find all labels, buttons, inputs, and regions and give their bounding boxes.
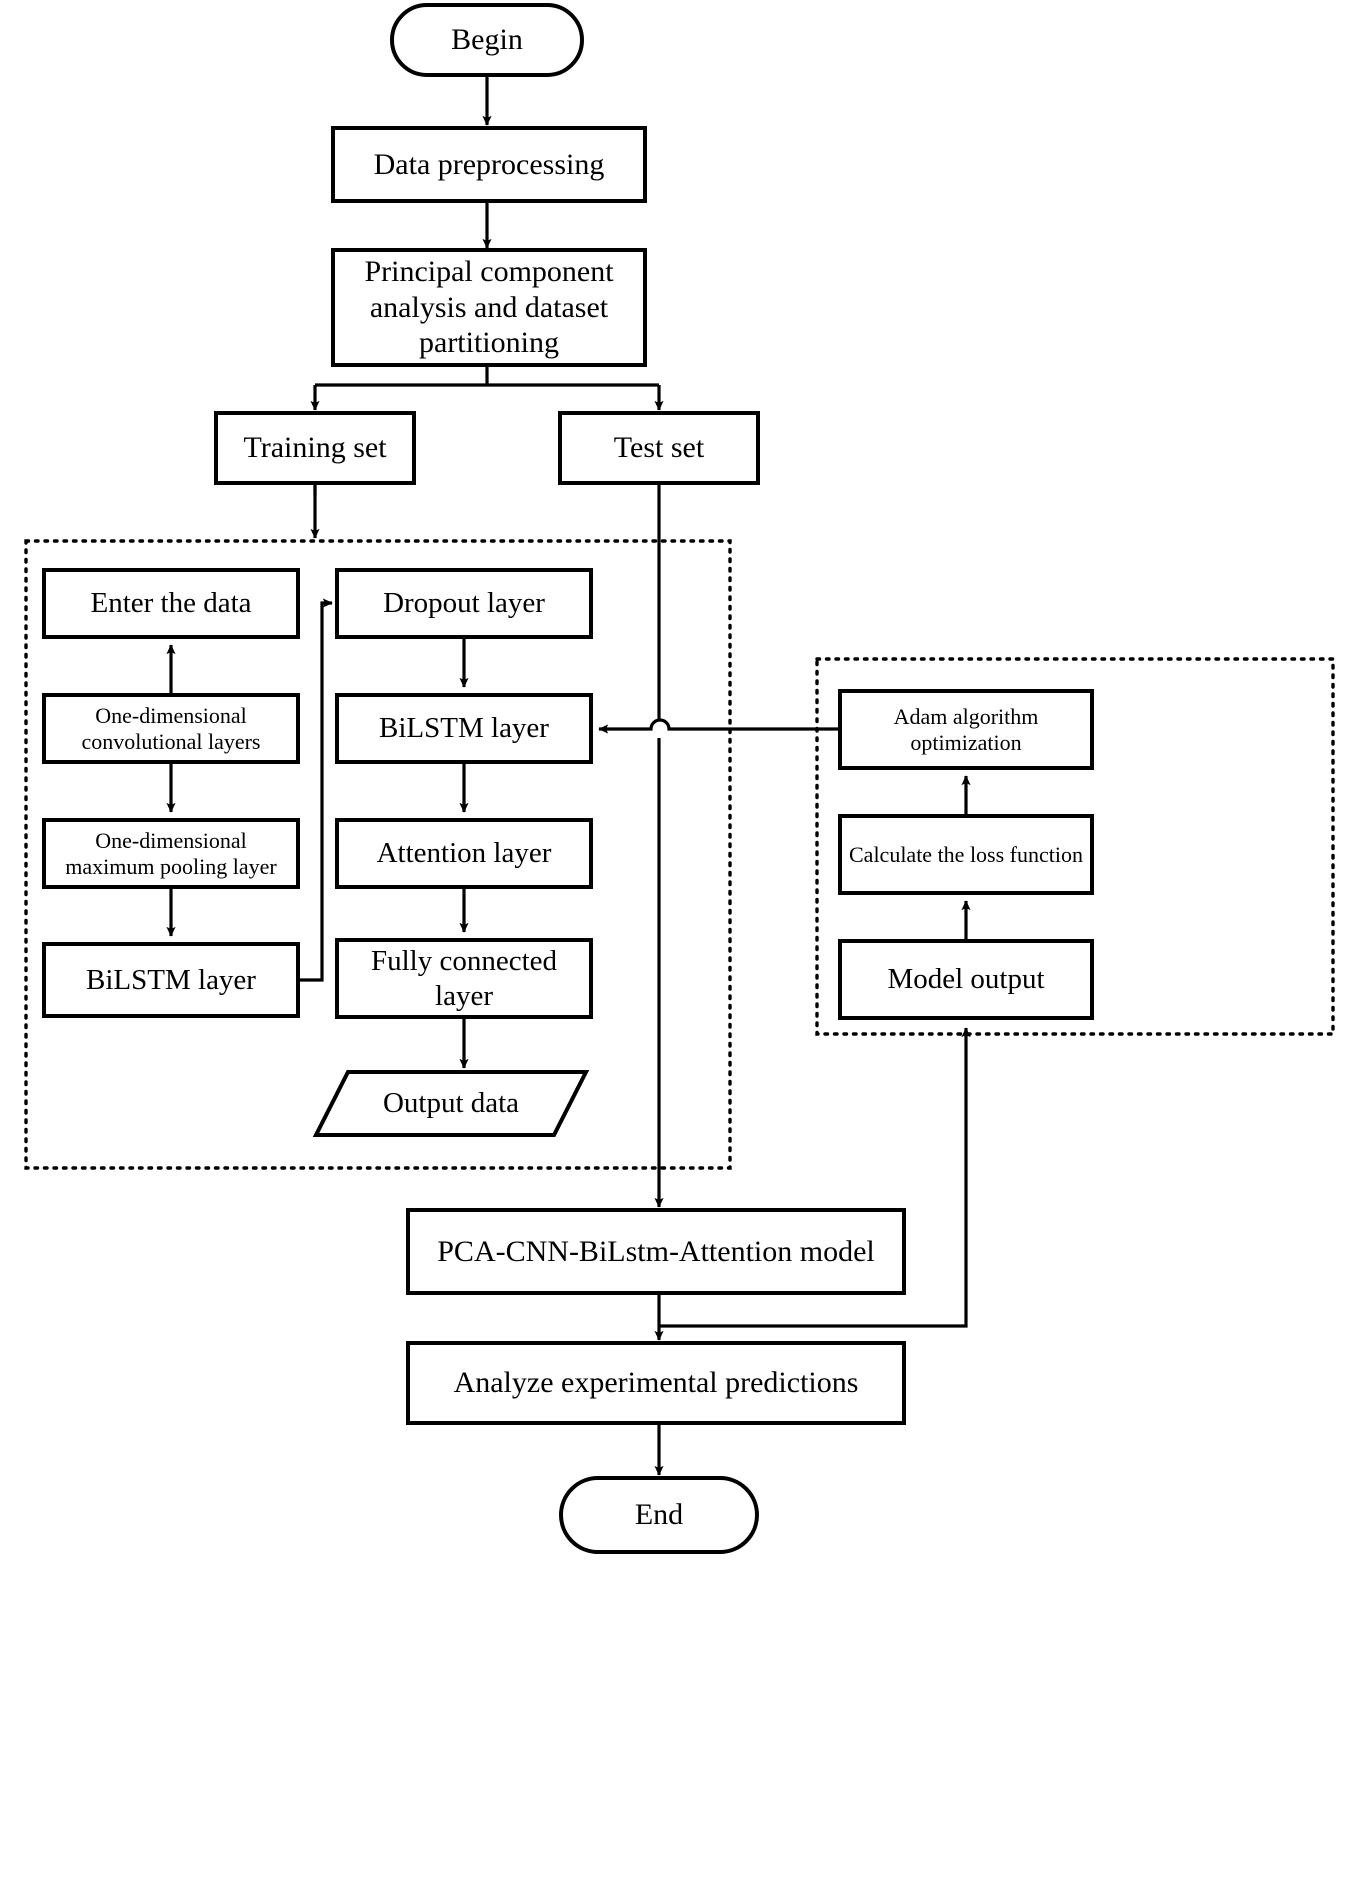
node-pca-model-shape <box>406 1208 906 1295</box>
node-output-data-shape <box>312 1070 590 1137</box>
node-attention-shape <box>335 818 593 889</box>
node-begin-shape <box>390 3 584 77</box>
node-loss-shape <box>838 814 1094 895</box>
node-maxpool1d-shape <box>42 818 300 889</box>
node-analyze-shape <box>406 1341 906 1425</box>
node-enter-the-data-shape <box>42 568 300 639</box>
node-data-preprocessing-shape <box>331 126 647 203</box>
node-end-shape <box>559 1476 759 1554</box>
node-bilstm-right-shape <box>335 693 593 764</box>
node-bilstm-left-shape <box>42 942 300 1018</box>
node-training-set-shape <box>214 411 416 485</box>
edge-bilstm-left-to-dropout <box>298 598 333 982</box>
node-model-output-shape <box>838 939 1094 1020</box>
node-conv1d-shape <box>42 693 300 764</box>
node-fully-connected-shape <box>335 938 593 1019</box>
edge-adam-to-bilstm-right <box>598 718 840 734</box>
node-dropout-shape <box>335 568 593 639</box>
node-test-set-shape <box>558 411 760 485</box>
group-optimization-dotted-border <box>815 657 1335 1036</box>
edge-pca-model-to-model-output <box>659 1027 971 1328</box>
node-pca-partition-shape <box>331 248 647 367</box>
group-model-dotted-border <box>24 539 732 1170</box>
node-adam-shape <box>838 689 1094 770</box>
